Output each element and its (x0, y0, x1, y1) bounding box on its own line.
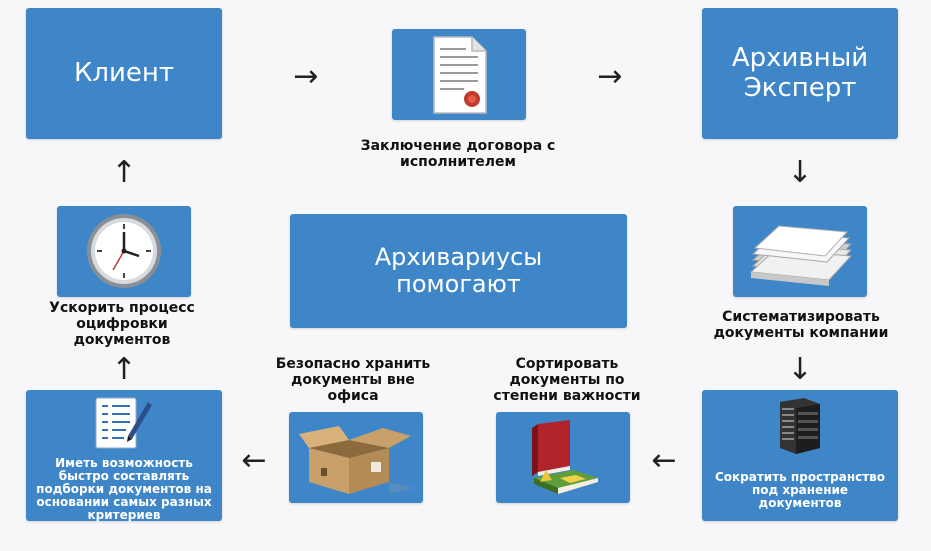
arrow-up-1: ↑ (111, 352, 137, 387)
caption-sort-line1: Сортировать (515, 356, 619, 372)
wall-clock-icon (85, 212, 163, 290)
caption-safe-store-line3: офиса (327, 388, 379, 404)
caption-speed-up-line3: документов (73, 332, 171, 348)
quick-selection-text: Иметь возможность быстро составлять подб… (26, 457, 222, 522)
client-box: Клиент (26, 8, 222, 139)
center-box: Архивариусы помогают (290, 214, 627, 328)
arrow-down-1: ↓ (787, 155, 813, 190)
cardboard-box-icon (299, 422, 415, 496)
safe-store-icon-box (289, 412, 423, 503)
quick-selection-line2: быстро составлять (58, 469, 190, 483)
caption-contract-line1: Заключение договора с (360, 138, 556, 154)
arrow-down-2: ↓ (787, 352, 813, 387)
caption-safe-store: Безопасно хранить документы вне офиса (258, 356, 448, 404)
expert-label-line2: Эксперт (743, 72, 857, 103)
center-label-line1: Архивариусы (374, 243, 543, 272)
center-label-line2: помогают (396, 270, 521, 298)
center-label: Архивариусы помогают (290, 214, 627, 328)
arrow-right-1: → (293, 59, 319, 94)
reduce-space-line3: документов (758, 496, 842, 510)
expert-box: Архивный Эксперт (702, 8, 898, 139)
caption-contract: Заключение договора с исполнителем (330, 138, 586, 170)
caption-sort-line3: степени важности (493, 388, 641, 404)
caption-safe-store-line2: документы вне (291, 372, 415, 388)
speed-up-icon-box (57, 206, 191, 297)
caption-safe-store-line1: Безопасно хранить (275, 356, 431, 372)
caption-systematize: Систематизировать документы компании (695, 309, 907, 341)
reduce-space-text: Сократить пространство под хранение доку… (702, 471, 898, 510)
quick-selection-box: Иметь возможность быстро составлять подб… (26, 390, 222, 522)
client-label: Клиент (73, 57, 175, 88)
caption-speed-up: Ускорить процесс оцифровки документов (24, 300, 220, 348)
systematize-icon-box (733, 206, 867, 297)
checklist-icon (94, 396, 154, 452)
caption-sort-line2: документы по (509, 372, 625, 388)
paper-stack-icon (747, 220, 855, 286)
contract-icon-box (392, 29, 526, 120)
reduce-space-box: Сократить пространство под хранение доку… (702, 390, 898, 521)
books-icon (524, 420, 604, 496)
caption-speed-up-line1: Ускорить процесс (49, 300, 195, 316)
quick-selection-line3: подборки документов на (36, 482, 212, 496)
arrow-left-2: ← (241, 443, 267, 478)
caption-systematize-line2: документы компании (713, 325, 889, 341)
caption-sort: Сортировать документы по степени важност… (478, 356, 656, 404)
expert-label-line1: Архивный (731, 43, 869, 74)
quick-selection-line4: основании самых разных (36, 495, 212, 509)
contract-document-icon (430, 35, 490, 115)
expert-label: Архивный Эксперт (702, 8, 898, 139)
reduce-space-line1: Сократить пространство (714, 470, 886, 484)
arrow-left-1: ← (651, 443, 677, 478)
sort-icon-box (496, 412, 630, 503)
caption-systematize-line1: Систематизировать (722, 309, 880, 325)
server-rack-icon (774, 398, 826, 454)
quick-selection-line5: критериев (87, 508, 161, 522)
caption-contract-line2: исполнителем (400, 154, 516, 170)
caption-speed-up-line2: оцифровки (76, 316, 168, 332)
arrow-right-2: → (597, 59, 623, 94)
reduce-space-line2: под хранение (751, 483, 849, 497)
arrow-up-2: ↑ (111, 155, 137, 190)
quick-selection-line1: Иметь возможность (55, 456, 193, 470)
